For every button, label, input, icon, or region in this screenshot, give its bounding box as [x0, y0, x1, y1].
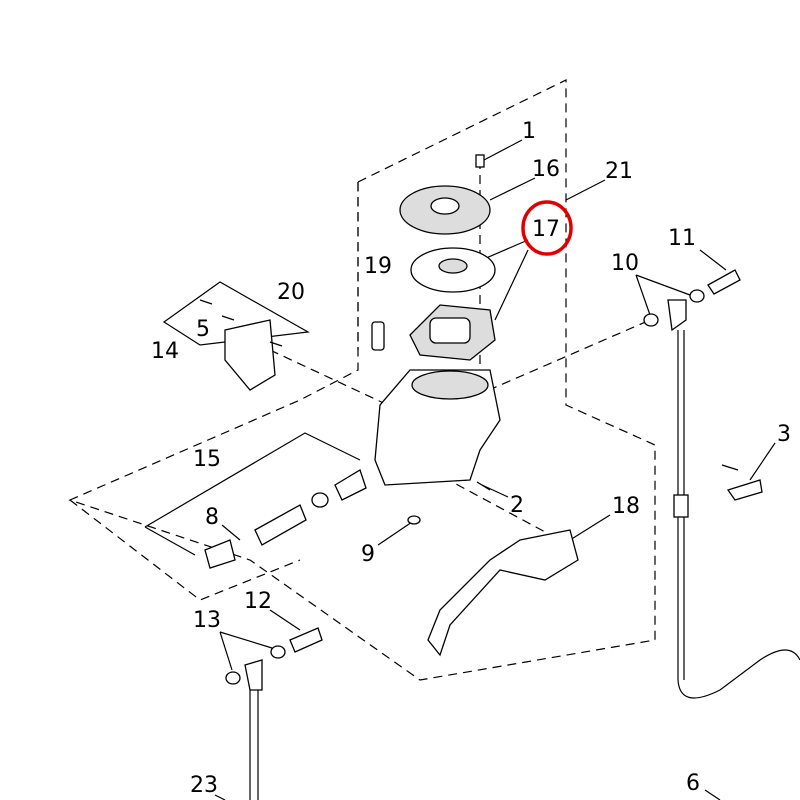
callout-15: 15	[193, 447, 221, 472]
callout-13: 13	[193, 608, 221, 633]
callout-9: 9	[361, 542, 375, 567]
callout-2: 2	[510, 493, 524, 518]
callout-12: 12	[244, 589, 272, 614]
callout-23: 23	[190, 773, 218, 798]
callout-5: 5	[196, 317, 210, 342]
callout-14: 14	[151, 339, 179, 364]
callout-21: 21	[605, 159, 633, 184]
callout-20: 20	[277, 280, 305, 305]
callout-3: 3	[777, 422, 791, 447]
parts	[199, 154, 800, 800]
callout-18: 18	[612, 494, 640, 519]
callout-19: 19	[364, 254, 392, 279]
leader-lines	[144, 139, 776, 800]
callout-17: 17	[532, 217, 560, 242]
callout-16: 16	[532, 157, 560, 182]
callout-8: 8	[205, 505, 219, 530]
highlight-circle	[521, 200, 573, 256]
callout-10: 10	[611, 251, 639, 276]
callout-11: 11	[668, 226, 696, 251]
callout-1: 1	[522, 119, 536, 144]
dashed-group-lines	[68, 79, 656, 681]
callout-labels: 1 16 21 17 19 20 5 14 11 10 15 8 2 9 18 …	[151, 119, 791, 798]
callout-6: 6	[686, 771, 700, 796]
